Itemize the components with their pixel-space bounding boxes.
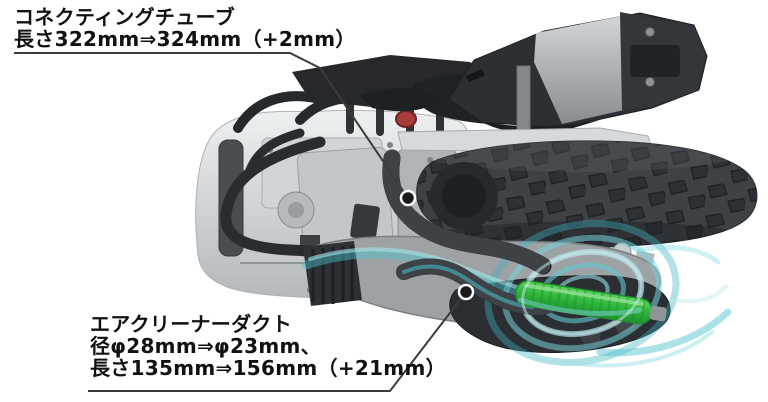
air-cleaner-duct-title: エアクリーナーダクト — [90, 312, 292, 336]
red-cap-detail — [395, 110, 417, 128]
rear-tire — [416, 140, 758, 248]
air-cleaner-duct-leader-line — [88, 291, 467, 392]
airflow-swirl-front — [517, 250, 643, 336]
air-cleaner-duct-spec-length: 長さ135mm⇒156mm（+21mm） — [90, 356, 446, 380]
connecting-tube-spec: 長さ322mm⇒324mm（+2mm） — [14, 27, 356, 51]
callout-leaders — [14, 52, 467, 392]
callout-air-cleaner-duct: エアクリーナーダクト 径φ28mm⇒φ23mm、 長さ135mm⇒156mm（+… — [90, 313, 446, 379]
airbox-mount-post — [516, 65, 531, 139]
connecting-tube-leader-line — [14, 52, 409, 199]
connecting-tube — [382, 149, 552, 275]
callout-connecting-tube: コネクティングチューブ 長さ322mm⇒324mm（+2mm） — [14, 6, 356, 50]
connecting-tube-title: コネクティングチューブ — [14, 5, 235, 29]
air-cleaner-duct-marker-icon — [457, 283, 475, 301]
connecting-tube-marker-icon — [399, 189, 417, 207]
air-cleaner-duct-spec-diameter: 径φ28mm⇒φ23mm、 — [90, 334, 321, 358]
hub-shadow-inner — [442, 174, 486, 218]
air-cleaner-box — [448, 12, 708, 144]
